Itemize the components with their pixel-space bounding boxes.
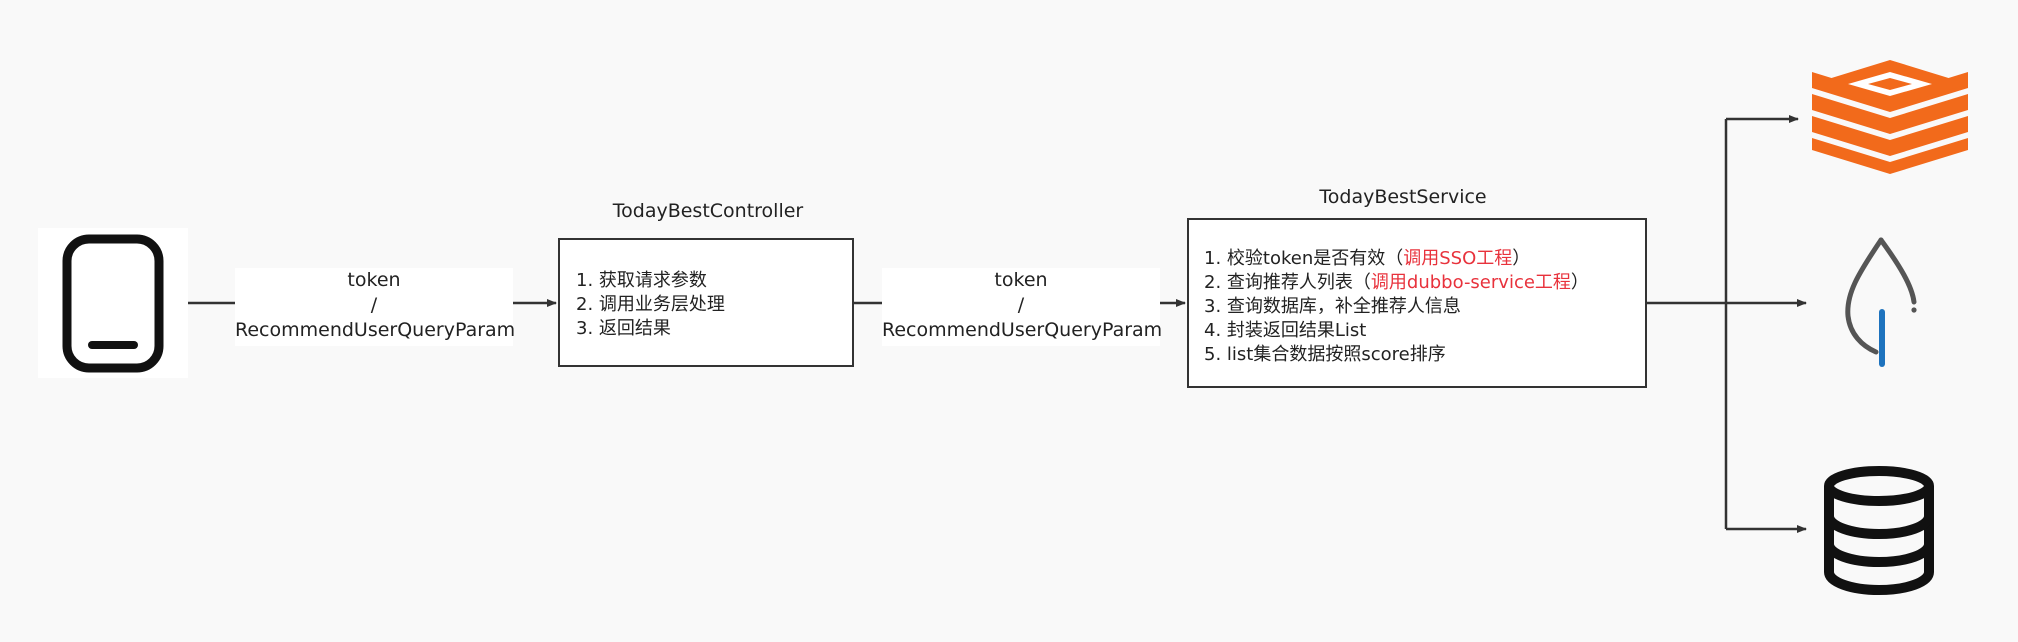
edge-label-controller-service: token / RecommendUserQueryParam — [882, 268, 1163, 346]
service-box: 1. 校验token是否有效（调用SSO工程） 2. 查询推荐人列表（调用dub… — [1187, 218, 1647, 388]
controller-step-list: 1. 获取请求参数 2. 调用业务层处理 3. 返回结果 — [576, 269, 725, 341]
service-step-suffix: ） — [1570, 272, 1589, 293]
service-step-highlight: 调用SSO工程 — [1403, 248, 1513, 269]
edge-label-token: token — [994, 269, 1048, 291]
mongodb-node — [1836, 236, 1926, 370]
controller-box: 1. 获取请求参数 2. 调用业务层处理 3. 返回结果 — [558, 238, 854, 367]
service-step: 2. 查询推荐人列表（调用dubbo-service工程） — [1204, 271, 1589, 295]
service-step-text: 2. 查询推荐人列表（ — [1204, 272, 1371, 293]
service-step-text: 4. 封装返回结果List — [1204, 320, 1367, 341]
controller-step: 3. 返回结果 — [576, 318, 671, 339]
controller-step: 1. 获取请求参数 — [576, 270, 707, 291]
service-step: 3. 查询数据库，补全推荐人信息 — [1204, 295, 1589, 319]
service-step-highlight: 调用dubbo-service工程 — [1370, 272, 1571, 293]
service-step: 4. 封装返回结果List — [1204, 319, 1589, 343]
database-icon — [1824, 466, 1934, 596]
redis-icon — [1812, 60, 1968, 174]
edge-label-client-controller: token / RecommendUserQueryParam — [235, 268, 516, 346]
controller-title: TodayBestController — [612, 200, 804, 222]
service-title: TodayBestService — [1319, 186, 1487, 208]
service-step: 1. 校验token是否有效（调用SSO工程） — [1204, 247, 1589, 271]
edge-label-param: RecommendUserQueryParam — [235, 319, 516, 341]
service-step: 5. list集合数据按照score排序 — [1204, 343, 1589, 367]
service-step-text: 5. list集合数据按照score排序 — [1204, 344, 1446, 365]
service-step-suffix: ） — [1512, 248, 1531, 269]
controller-step: 2. 调用业务层处理 — [576, 294, 725, 315]
edge-label-separator: / — [370, 294, 378, 316]
client-node — [38, 228, 188, 378]
service-step-list: 1. 校验token是否有效（调用SSO工程） 2. 查询推荐人列表（调用dub… — [1204, 247, 1589, 367]
edge-label-separator: / — [1017, 294, 1025, 316]
redis-node — [1808, 58, 1972, 176]
smartphone-icon — [62, 234, 164, 373]
edge-label-token: token — [347, 269, 401, 291]
mongodb-leaf-icon — [1845, 237, 1917, 367]
service-step-text: 1. 校验token是否有效（ — [1204, 248, 1404, 269]
edge-label-param: RecommendUserQueryParam — [882, 319, 1163, 341]
service-step-text: 3. 查询数据库，补全推荐人信息 — [1204, 296, 1461, 317]
database-node — [1820, 464, 1938, 596]
service-fanout-connector — [1647, 115, 1807, 533]
